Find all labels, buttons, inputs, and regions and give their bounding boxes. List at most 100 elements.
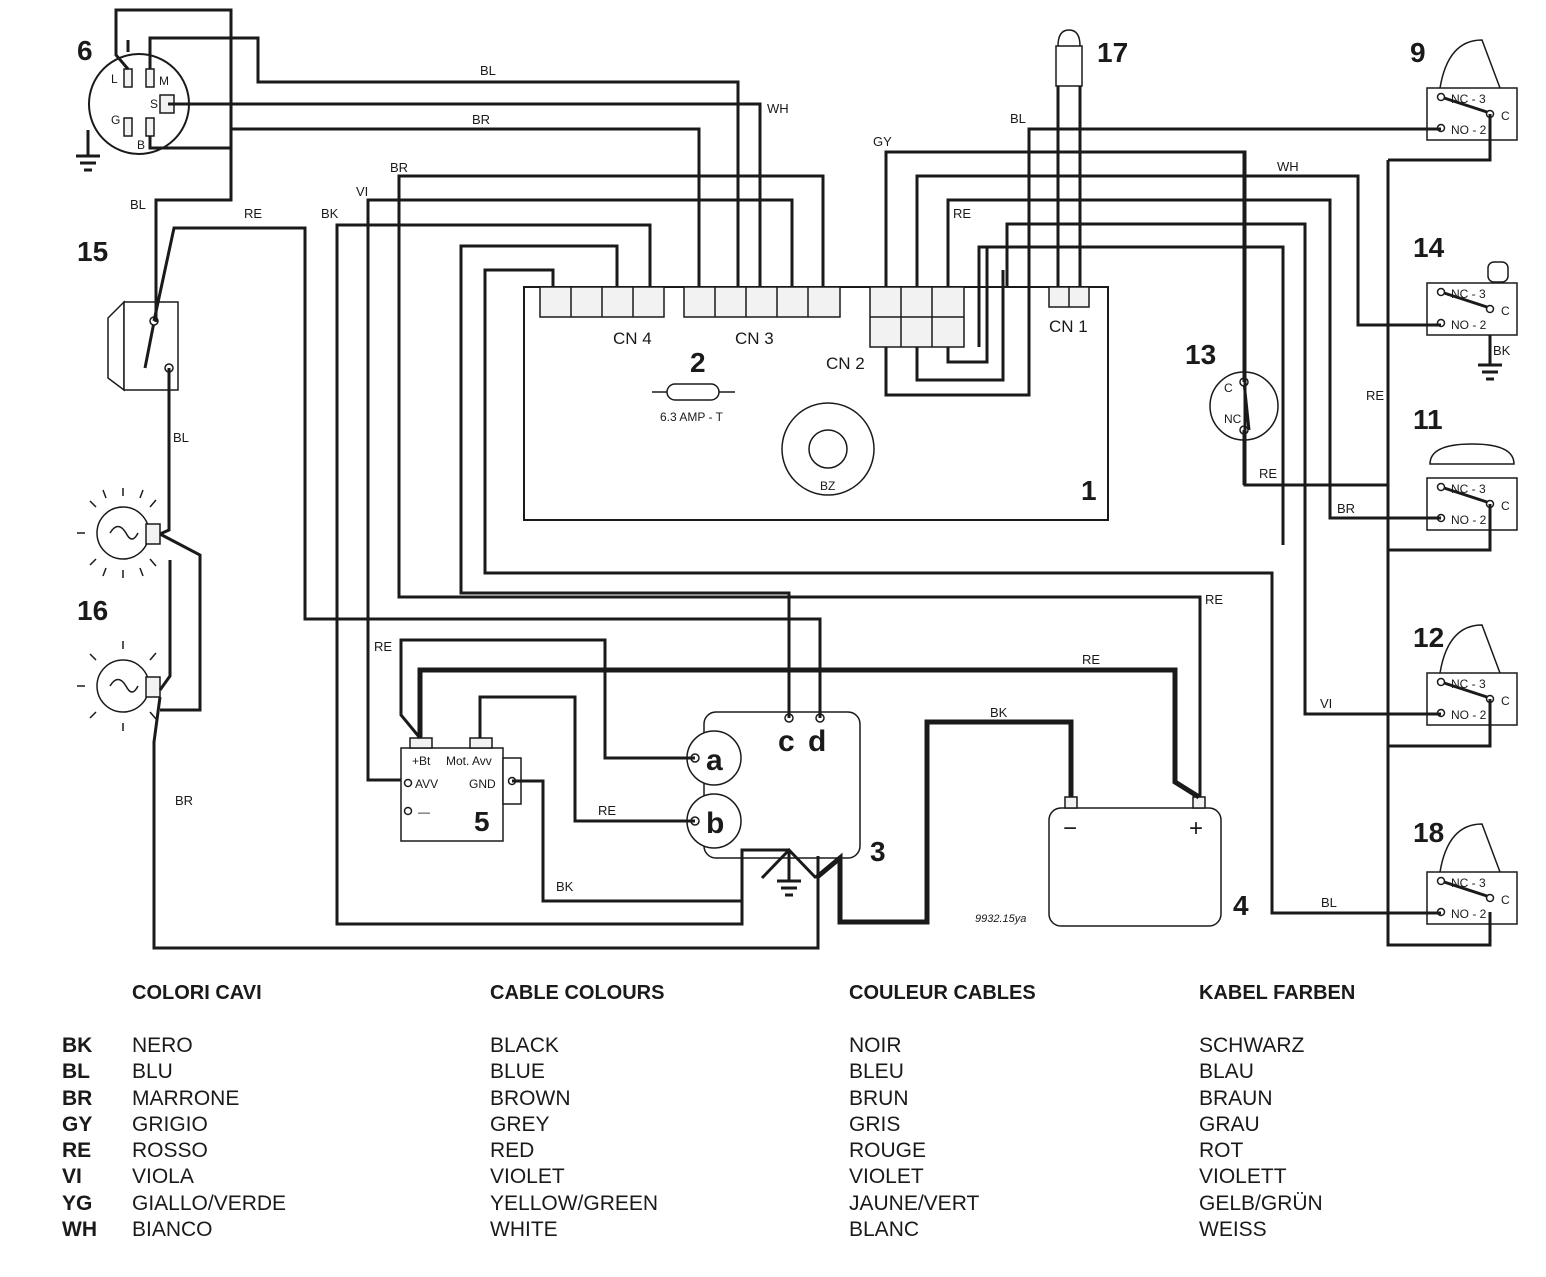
key-pin-s: S <box>150 97 158 111</box>
drawing-reference: 9932.15ya <box>975 913 1026 925</box>
switch11-c: C <box>1501 499 1510 513</box>
battery-number: 4 <box>1233 890 1249 921</box>
wire-label: RE <box>374 639 392 654</box>
motor-terminal-b: b <box>706 807 724 840</box>
legend-entry: VIOLET <box>849 1165 924 1189</box>
switch18-no: NO - 2 <box>1451 907 1487 921</box>
wire-label: BL <box>1321 895 1337 910</box>
wire-label: BK <box>321 206 339 221</box>
switch-11-number: 11 <box>1413 404 1443 435</box>
switch12-nc: NC - 3 <box>1451 677 1486 691</box>
wire-label: WH <box>767 101 789 116</box>
switch12-no: NO - 2 <box>1451 708 1487 722</box>
legend-code: BL <box>62 1060 90 1084</box>
main-board-number: 1 <box>1081 475 1097 506</box>
switch-14: NC - 3 NO - 2 C 14 <box>1413 232 1518 336</box>
legend-entry: VIOLET <box>490 1165 565 1189</box>
connector-cn1: CN 1 <box>1048 286 1090 336</box>
fuse: 2 6.3 AMP - T <box>652 347 735 424</box>
legend-code: VI <box>62 1165 82 1189</box>
legend-entry: ROUGE <box>849 1139 927 1163</box>
wire-label: BL <box>130 197 146 212</box>
legend-entry: GREY <box>490 1112 550 1136</box>
wire-label: WH <box>1277 159 1299 174</box>
switch12-c: C <box>1501 694 1510 708</box>
toggle-switch-number: 15 <box>77 236 108 267</box>
key-pin-l: L <box>111 72 118 86</box>
legend-entry: WEISS <box>1199 1218 1267 1242</box>
legend-entry: SCHWARZ <box>1199 1034 1305 1057</box>
legend-column-de: SCHWARZ BLAU BRAUN GRAU ROT VIOLETT GELB… <box>1199 1033 1323 1243</box>
key-switch-number: 6 <box>77 35 93 66</box>
legend-entry: BRAUN <box>1199 1086 1273 1110</box>
legend-entry: BLUE <box>490 1060 545 1084</box>
connector-cn3: CN 3 <box>683 286 841 348</box>
lamps-number: 16 <box>77 595 108 626</box>
wire-label: BK <box>556 879 574 894</box>
wire-label: RE <box>1259 466 1277 481</box>
legend-entry: BROWN <box>490 1086 571 1110</box>
switch18-nc: NC - 3 <box>1451 876 1486 890</box>
battery-positive: + <box>1189 815 1203 842</box>
legend-entry: JAUNE/VERT <box>849 1191 980 1215</box>
legend-entry: ROSSO <box>132 1139 208 1163</box>
wire-label: RE <box>244 206 262 221</box>
battery: − + 4 9932.15ya <box>975 796 1249 927</box>
wire-labels: BL BR WH BR VI BK RE BL BL BR RE RE BK R… <box>130 63 1511 910</box>
switch-14-number: 14 <box>1413 232 1445 263</box>
legend-entry: GRAU <box>1199 1112 1260 1136</box>
switch18-c: C <box>1501 893 1510 907</box>
relay-neg: — <box>418 805 430 819</box>
legend-entry: ROT <box>1199 1139 1244 1163</box>
wire-label: BR <box>390 160 408 175</box>
switch14-c: C <box>1501 304 1510 318</box>
legend-entry: BLACK <box>490 1034 559 1057</box>
legend-entry: BLAU <box>1199 1060 1254 1084</box>
legend-entry: NERO <box>132 1034 193 1057</box>
legend-column-it: NERO BLU MARRONE GRIGIO ROSSO VIOLA GIAL… <box>132 1033 286 1243</box>
wire-label: RE <box>1366 388 1384 403</box>
sensor: 17 <box>1055 29 1128 87</box>
fuse-rating: 6.3 AMP - T <box>660 410 724 424</box>
legend-entry: WHITE <box>490 1218 558 1242</box>
wire-label: BR <box>472 112 490 127</box>
key-pin-g: G <box>111 113 120 127</box>
cn4-label: CN 4 <box>613 329 652 348</box>
legend-code: YG <box>62 1191 93 1215</box>
ground-symbol-14 <box>1478 335 1502 381</box>
legend-entry: GRIGIO <box>132 1112 208 1136</box>
legend-code: RE <box>62 1139 92 1163</box>
legend-column-fr: NOIR BLEU BRUN GRIS ROUGE VIOLET JAUNE/V… <box>849 1033 979 1243</box>
legend-header-de: KABEL FARBEN <box>1199 982 1356 1004</box>
legend-codes: BK BL BR GY RE VI YG WH <box>62 1033 97 1243</box>
switch9-c: C <box>1501 109 1510 123</box>
switch14-nc: NC - 3 <box>1451 287 1486 301</box>
legend-header-it: COLORI CAVI <box>132 982 262 1004</box>
wire-label: RE <box>1082 652 1100 667</box>
wire-label: GY <box>873 134 892 149</box>
legend-code: WH <box>62 1218 97 1242</box>
legend-header-en: CABLE COLOURS <box>490 982 665 1004</box>
wire-label: RE <box>598 803 616 818</box>
legend-entry: BRUN <box>849 1086 909 1110</box>
toggle-switch: 15 <box>77 236 179 392</box>
switch-12-number: 12 <box>1413 622 1444 653</box>
relay-bt: +Bt <box>412 754 431 768</box>
wire-label: BL <box>480 63 496 78</box>
key-switch: L M S G B 6 <box>76 35 190 172</box>
switch13-nc: NC <box>1224 412 1242 426</box>
legend-code: GY <box>62 1112 93 1136</box>
wire-label: RE <box>953 206 971 221</box>
wire-label: BR <box>1337 501 1355 516</box>
wire-label: BR <box>175 793 193 808</box>
legend-column-en: BLACK BLUE BROWN GREY RED VIOLET YELLOW/… <box>490 1033 658 1243</box>
wire-label: BL <box>1010 111 1026 126</box>
wire-label: BK <box>1493 343 1511 358</box>
motor-terminal-c: c <box>778 725 795 758</box>
switch9-nc: NC - 3 <box>1451 92 1486 106</box>
wire-label: VI <box>356 184 368 199</box>
switch11-nc: NC - 3 <box>1451 482 1486 496</box>
wiring <box>114 8 1492 950</box>
legend-code: BR <box>62 1086 93 1110</box>
wire-label: BL <box>173 430 189 445</box>
